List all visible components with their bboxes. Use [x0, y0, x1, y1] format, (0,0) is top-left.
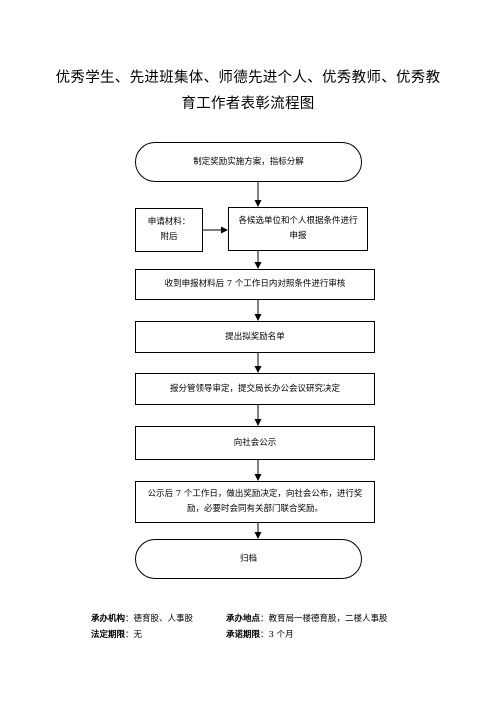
page-title-line-1: 优秀学生、先进班集体、师德先进个人、优秀教师、优秀教 — [55, 70, 441, 86]
step-approve: 报分管领导审定，提交局长办公会议研究决定 — [135, 373, 375, 405]
step-publicize-label: 向社会公示 — [233, 437, 277, 448]
footer-promise: 承诺期限：3 个月 — [226, 628, 294, 640]
footer-place: 承办地点：教育局一楼德育股，二楼人事股 — [226, 612, 388, 624]
footer-place-value: ：教育局一楼德育股，二楼人事股 — [260, 614, 388, 624]
step-materials-label: 申请材料： 附后 — [147, 217, 191, 242]
page-title-line-2: 育工作者表彰流程图 — [181, 96, 315, 112]
step-start-label: 制定奖励实施方案，指标分解 — [193, 156, 304, 167]
footer-promise-value: ：3 个月 — [260, 630, 294, 640]
footer-promise-label: 承诺期限 — [226, 630, 261, 640]
step-publicize: 向社会公示 — [135, 426, 375, 460]
step-nominate-label: 提出拟奖励名单 — [225, 331, 285, 342]
footer-legal: 法定期限：无 — [91, 628, 142, 640]
step-end: 归档 — [135, 539, 362, 579]
step-reward: 公示后 7 个工作日，做出奖励决定，向社会公布，进行奖 励，必要时会同有关部门联… — [135, 481, 375, 523]
footer-org-value: ：德育股、人事股 — [125, 614, 194, 624]
footer-legal-label: 法定期限 — [91, 630, 126, 640]
footer-place-label: 承办地点 — [226, 614, 261, 624]
step-review-label: 收到申报材料后 7 个工作日内对照条件进行审核 — [164, 279, 346, 289]
step-review: 收到申报材料后 7 个工作日内对照条件进行审核 — [135, 269, 375, 300]
step-declare: 各候选单位和个人根据条件进行 申报 — [228, 207, 368, 251]
step-nominate: 提出拟奖励名单 — [135, 321, 375, 353]
step-reward-label: 公示后 7 个工作日，做出奖励决定，向社会公布，进行奖 励，必要时会同有关部门联… — [147, 489, 363, 514]
step-materials: 申请材料： 附后 — [135, 208, 203, 252]
step-approve-label: 报分管领导审定，提交局长办公会议研究决定 — [169, 383, 340, 394]
footer-org-label: 承办机构 — [91, 614, 126, 624]
footer-legal-value: ：无 — [125, 630, 143, 640]
step-start: 制定奖励实施方案，指标分解 — [135, 142, 362, 182]
step-end-label: 归档 — [239, 553, 257, 564]
footer-org: 承办机构：德育股、人事股 — [91, 612, 193, 624]
step-declare-label: 各候选单位和个人根据条件进行 申报 — [238, 216, 358, 241]
